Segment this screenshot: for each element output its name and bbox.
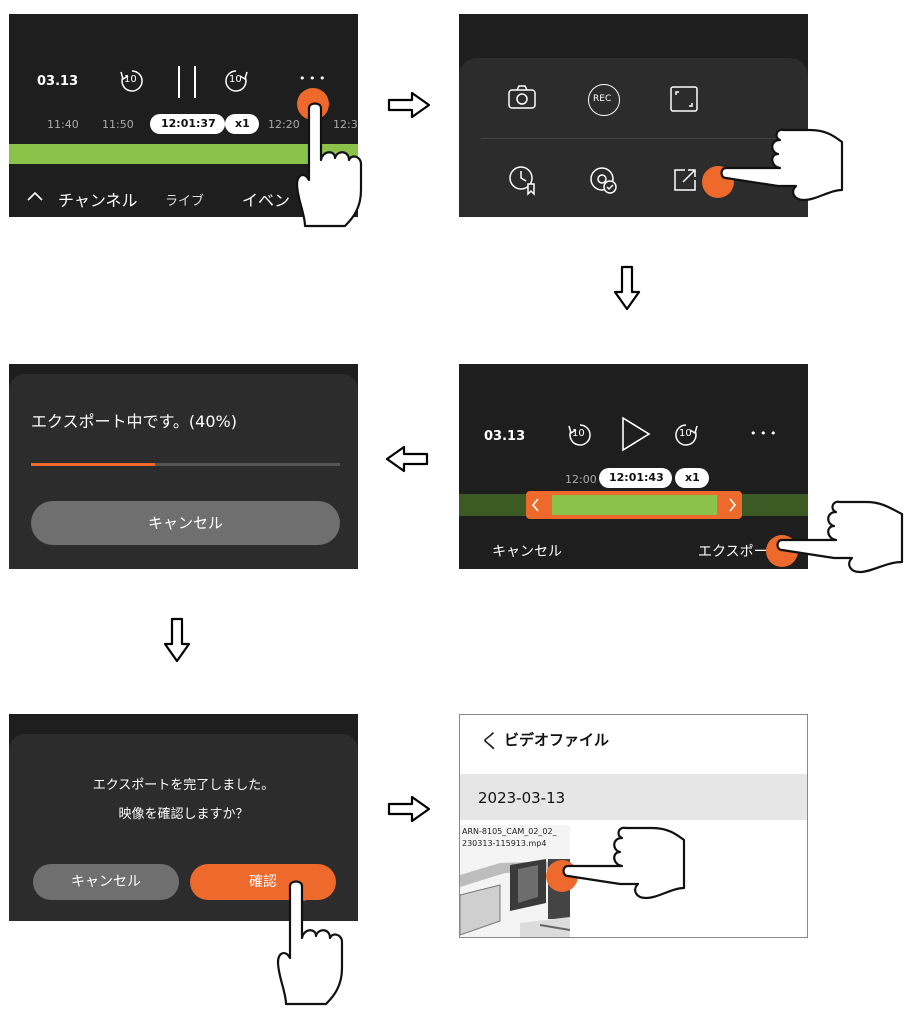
tick-label: 11:50 — [102, 118, 134, 131]
forward-10-button[interactable]: 10 — [673, 422, 699, 448]
tap-indicator — [702, 166, 734, 198]
range-start-handle[interactable] — [529, 495, 543, 515]
progress-track — [31, 463, 340, 466]
export-complete-panel: エクスポートを完了しました。 映像を確認しますか？ キャンセル 確認 — [9, 714, 358, 921]
dialog-message-line1: エクスポートを完了しました。 — [92, 778, 275, 793]
right-arrow-icon — [387, 795, 431, 823]
rec-icon: REC — [593, 94, 612, 104]
more-menu-button[interactable]: • • • — [299, 72, 326, 85]
tick-label: 12:00 — [565, 473, 597, 486]
play-button[interactable] — [619, 415, 653, 453]
down-arrow-icon — [163, 617, 191, 663]
video-file-panel: く ビデオファイル 2023-03-13 ARN-8105_CAM_02_02_… — [459, 714, 808, 938]
range-end-handle[interactable] — [725, 495, 739, 515]
more-menu-button[interactable]: • • • — [750, 427, 777, 440]
record-button[interactable]: REC — [588, 84, 620, 116]
left-arrow-icon — [385, 445, 429, 473]
date-label: 03.13 — [484, 429, 526, 444]
tick-label: 12:20 — [268, 118, 300, 131]
speed-button[interactable]: x1 — [225, 114, 259, 134]
rewind-10-button[interactable]: 10 — [119, 68, 145, 94]
tick-label: 11:40 — [47, 118, 79, 131]
snapshot-icon[interactable] — [507, 84, 539, 112]
cancel-button[interactable]: キャンセル — [492, 544, 562, 560]
rewind-10-icon — [568, 424, 591, 446]
dialog-message-line2: 映像を確認しますか？ — [118, 807, 249, 822]
export-range-panel: 03.13 10 10 • • • 12:00 12:01:43 x1 キャンセ… — [459, 364, 808, 569]
playback-panel: 03.13 10 10 • • • 11:40 11:50 12:01:37 x… — [9, 14, 358, 217]
export-status-text: エクスポート中です。(40%) — [31, 412, 237, 431]
rewind-10-icon — [120, 70, 143, 92]
time-bookmark-icon[interactable] — [507, 164, 539, 196]
current-time-badge: 12:01:43 — [599, 468, 672, 488]
forward-10-icon — [675, 424, 698, 446]
nav-event[interactable]: イベン — [242, 191, 291, 210]
current-time-badge: 12:01:37 — [150, 114, 225, 134]
playback-check-icon[interactable] — [588, 164, 620, 196]
cancel-button[interactable]: キャンセル — [31, 501, 340, 545]
nav-live[interactable]: ライブ — [165, 194, 205, 209]
menu-divider — [481, 138, 786, 139]
pause-button[interactable] — [173, 64, 201, 100]
back-button[interactable]: く — [480, 729, 500, 753]
file-name: ARN-8105_CAM_02_02_ — [462, 827, 557, 836]
fullscreen-icon[interactable] — [669, 85, 699, 113]
export-icon[interactable] — [671, 166, 699, 194]
collapse-chevron-icon[interactable] — [27, 191, 43, 201]
play-icon — [622, 416, 651, 452]
tap-indicator — [297, 88, 329, 120]
rewind-10-button[interactable]: 10 — [567, 422, 593, 448]
forward-10-button[interactable]: 10 — [223, 68, 249, 94]
down-arrow-icon — [613, 265, 641, 311]
file-name: 230313-115913.mp4 — [462, 839, 547, 848]
timeline-bar[interactable] — [9, 144, 358, 164]
forward-10-icon — [225, 70, 248, 92]
right-arrow-icon — [387, 91, 431, 119]
pause-icon — [178, 66, 196, 98]
tap-indicator — [546, 860, 578, 892]
selected-range — [552, 495, 717, 515]
tap-indicator — [286, 869, 318, 901]
export-progress-panel: エクスポート中です。(40%) キャンセル — [9, 364, 358, 569]
nav-channel[interactable]: チャンネル — [58, 191, 138, 210]
more-menu-panel: REC — [459, 14, 808, 217]
date-header: 2023-03-13 — [460, 774, 807, 820]
tick-label: 12:3 — [333, 118, 358, 131]
speed-button[interactable]: x1 — [675, 468, 709, 488]
cancel-button[interactable]: キャンセル — [33, 864, 179, 900]
page-title: ビデオファイル — [504, 731, 610, 749]
tap-indicator — [766, 535, 798, 567]
export-button[interactable]: エクスポー — [698, 544, 768, 560]
date-label: 03.13 — [37, 74, 79, 89]
progress-fill — [31, 463, 155, 466]
